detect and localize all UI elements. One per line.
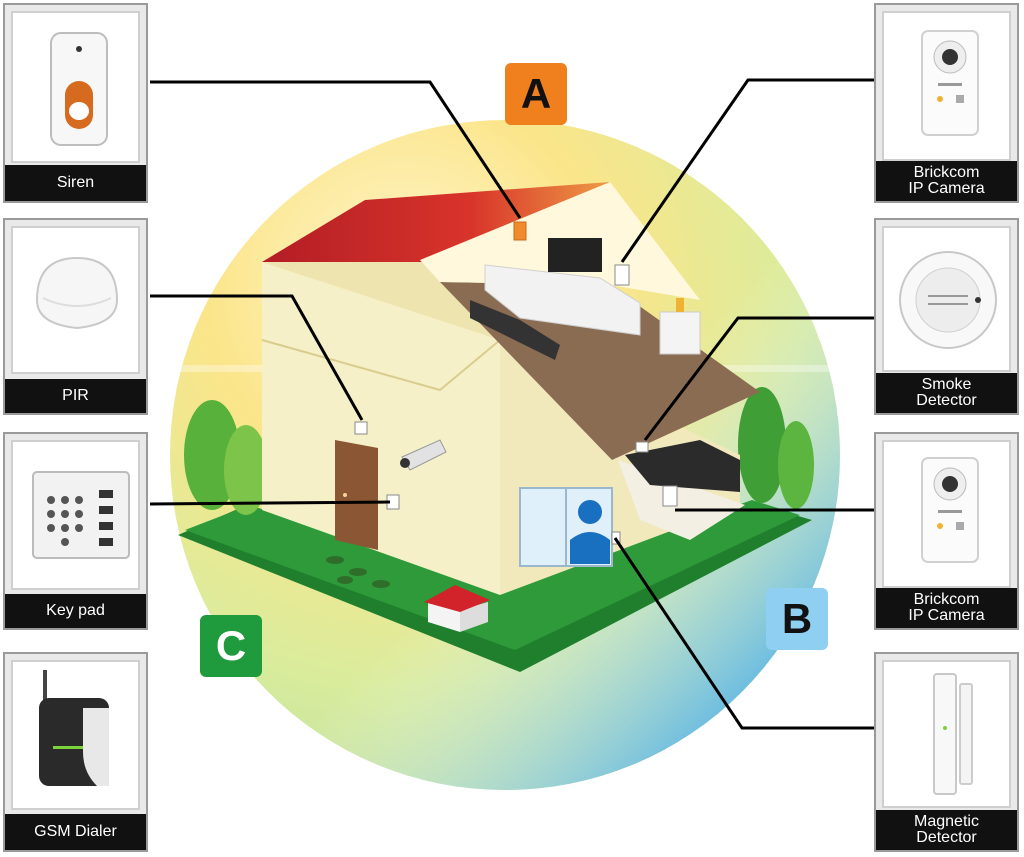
stepping-stones [326,556,390,588]
tree-right [738,387,814,509]
tree-left [184,400,268,515]
house-window [519,487,613,567]
keypad-label: Key pad [46,602,105,619]
camera-top-label-line2: IP Camera [908,180,985,197]
front-door [335,440,378,550]
magnetic-label-line2: Detector [916,829,977,846]
connector-lines [149,78,878,730]
ip-camera-icon [921,457,979,563]
tv-cabinet [484,238,641,336]
camera-unit-upper [614,264,630,286]
magnetic-label-line1: Magnetic [914,813,979,830]
smoke-label-line2: Detector [916,392,977,409]
motion-sensor-icon [35,256,119,330]
zone-a-letter: A [520,70,552,117]
camera-bottom-label-line2: IP Camera [908,607,985,624]
siren-icon [50,32,108,146]
house-roof [262,182,610,262]
house-left-cutline [261,339,501,392]
zone-b-letter: B [781,595,813,642]
line-smoke [643,316,878,441]
smoke-label-line1: Smoke [921,376,972,393]
upper-sofa [470,300,560,360]
device-card-siren[interactable]: Siren [3,3,148,203]
zone-c-letter: C [215,622,247,669]
device-card-smoke-detector[interactable]: Smoke Detector [874,218,1019,415]
device-card-magnetic-detector[interactable]: Magnetic Detector [874,652,1019,852]
pir-label: PIR [62,387,89,404]
line-camera-top [620,78,878,263]
doghouse [424,585,490,632]
siren-unit [513,221,527,241]
camera-bottom-label-line1: Brickcom [913,591,980,608]
smoke-unit [635,441,649,453]
device-card-pir[interactable]: PIR [3,218,148,415]
line-keypad [149,500,391,506]
device-card-camera-top[interactable]: Brickcom IP Camera [874,3,1019,203]
camera-top-label-line1: Brickcom [913,164,980,181]
pir-unit [354,421,368,435]
zone-b-badge: B [766,588,828,650]
smoke-detector-icon [899,251,997,349]
camera-unit-lower [662,485,678,507]
ip-camera-icon [921,30,979,136]
device-card-gsm-dialer[interactable]: GSM Dialer [3,652,148,852]
gsm-dialer-label: GSM Dialer [34,823,117,840]
line-magnetic [613,537,878,730]
lower-sofa [625,440,740,492]
house-side-wall [262,260,500,340]
outdoor-camera [400,439,447,471]
device-card-camera-bottom[interactable]: Brickcom IP Camera [874,432,1019,630]
device-card-keypad[interactable]: Key pad [3,432,148,630]
side-table [659,298,701,355]
zone-c-badge: C [200,615,262,677]
zone-a-badge: A [505,63,567,125]
line-siren [150,80,522,219]
line-pir [150,294,364,421]
siren-label: Siren [56,174,95,191]
gsm-dialer-icon [39,670,109,786]
keypad-icon [32,471,130,559]
magnetic-contact-icon [933,673,973,795]
